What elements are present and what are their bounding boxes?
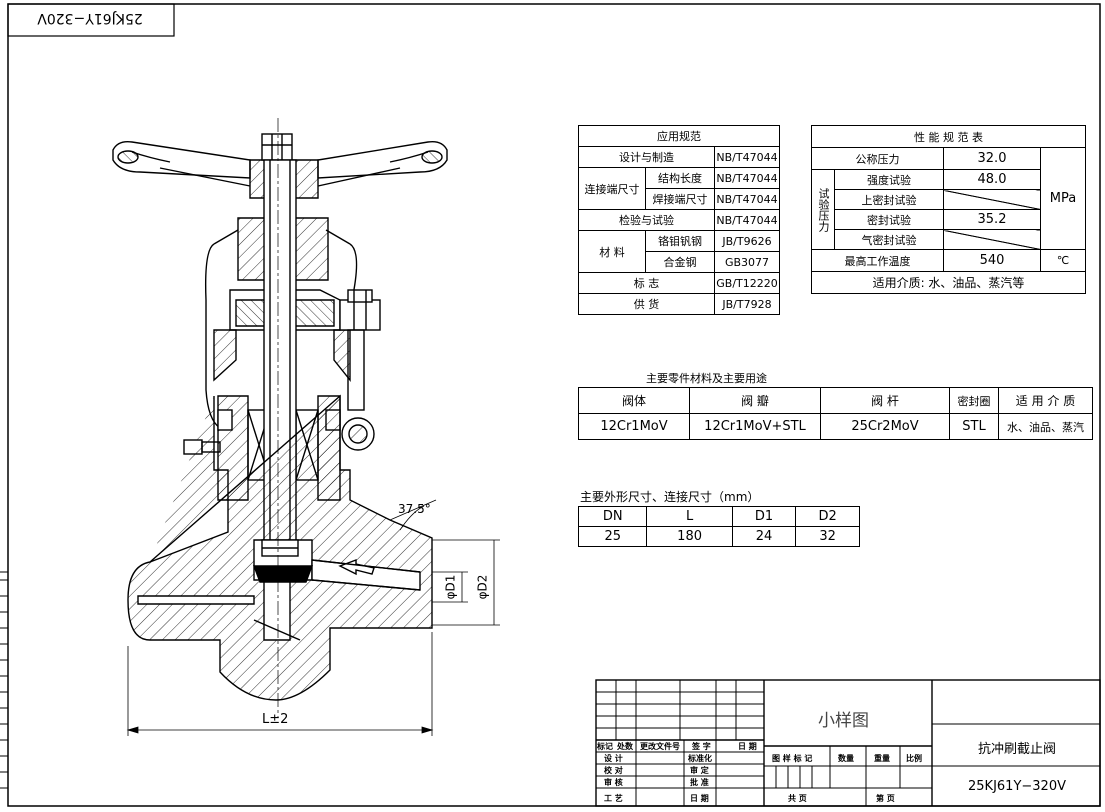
length-label: L±2 (262, 712, 289, 727)
parts-header: 密封圈 (949, 387, 999, 414)
dims-table: DN L D1 D2 25 180 24 32 (577, 506, 860, 547)
media-note: 适用介质: 水、油品、蒸汽等 (811, 271, 1086, 294)
parts-value: 12Cr1MoV (578, 413, 690, 440)
d2-label: φD2 (475, 574, 490, 600)
left-margin-ticks (0, 571, 8, 789)
parts-table: 阀体 阀 瓣 阀 杆 密封圈 适 用 介 质 12Cr1MoV 12Cr1MoV… (578, 387, 1093, 440)
mid-header: 重量 (874, 754, 890, 763)
rev-header: 标记 (597, 742, 613, 751)
dims-header: D2 (795, 506, 860, 527)
upper-seal-label: 上密封试验 (834, 189, 944, 210)
unit-mpa: MPa (1040, 147, 1086, 250)
std-row-value: JB/T7928 (714, 293, 780, 315)
seal-test-label: 密封试验 (834, 209, 944, 230)
border-frame (7, 3, 1101, 807)
std-row-value: NB/T47044 (714, 209, 780, 231)
dims-value: 24 (731, 526, 797, 547)
std-row-value: NB/T47044 (714, 146, 780, 168)
dims-caption: 主要外形尺寸、连接尺寸（mm） (580, 490, 760, 504)
sample-drawing-label: 小样图 (818, 711, 869, 731)
role-left: 工 艺 (604, 794, 623, 803)
gas-seal-value (943, 229, 1041, 250)
standards-title: 应用规范 (578, 125, 780, 147)
role-mid: 日 期 (690, 794, 709, 803)
std-row-value: JB/T9626 (714, 230, 780, 252)
parts-value: 25Cr2MoV (820, 413, 950, 440)
std-row-label: 材 料 (578, 230, 646, 273)
dims-value: 180 (646, 526, 733, 547)
dims-value: 25 (577, 526, 648, 547)
mid-header: 图 样 标 记 (772, 754, 813, 763)
std-row-value: NB/T47044 (714, 167, 780, 189)
parts-caption: 主要零件材料及主要用途 (646, 372, 767, 385)
rev-header: 更改文件号 (640, 742, 680, 751)
sheet-number: 第 页 (876, 794, 895, 803)
role-mid: 审 定 (690, 766, 709, 775)
parts-value: 水、油品、蒸汽 (998, 413, 1093, 440)
dims-value: 32 (795, 526, 860, 547)
corner-code-box (7, 3, 175, 37)
nominal-pressure-label: 公称压力 (811, 147, 944, 170)
std-row-label: 检验与试验 (578, 209, 715, 231)
rev-header: 处数 (617, 742, 633, 751)
upper-seal-value (943, 189, 1041, 210)
parts-header: 适 用 介 质 (998, 387, 1093, 414)
strength-test-label: 强度试验 (834, 169, 944, 190)
std-row-value: GB/T12220 (714, 272, 780, 294)
std-row-value: GB3077 (714, 251, 780, 273)
product-code: 25KJ61Y−320V (968, 779, 1066, 794)
angle-label: 37.5° (398, 502, 431, 516)
std-row-sub: 合金钢 (645, 251, 715, 273)
std-row-label: 设计与制造 (578, 146, 715, 168)
parts-header: 阀 瓣 (689, 387, 821, 414)
d1-label: φD1 (443, 574, 458, 600)
role-left: 设 计 (604, 754, 623, 763)
nominal-pressure-value: 32.0 (943, 147, 1041, 170)
performance-title: 性 能 规 范 表 (811, 125, 1086, 148)
dims-header: L (646, 506, 733, 527)
dimensions (126, 499, 500, 736)
std-row-sub: 铬钼钒钢 (645, 230, 715, 252)
test-pressure-label: 试验压力 (811, 169, 835, 250)
mid-header: 比例 (906, 754, 922, 763)
mid-header: 数量 (838, 754, 854, 763)
parts-header: 阀 杆 (820, 387, 950, 414)
unit-temp: ℃ (1040, 249, 1086, 272)
title-block-lines (595, 679, 1101, 807)
parts-value: STL (949, 413, 999, 440)
valve-section-drawing (112, 133, 448, 701)
corner-code-label: 25KJ61Y−320V (37, 10, 143, 26)
role-mid: 批 准 (690, 778, 709, 787)
strength-test-value: 48.0 (943, 169, 1041, 190)
std-row-label: 标 志 (578, 272, 715, 294)
std-row-label: 供 货 (578, 293, 715, 315)
parts-header: 阀体 (578, 387, 690, 414)
std-row-value: NB/T47044 (714, 188, 780, 210)
role-left: 审 核 (604, 778, 623, 787)
parts-value: 12Cr1MoV+STL (689, 413, 821, 440)
rev-header: 日 期 (738, 742, 757, 751)
max-temp-value: 540 (943, 249, 1041, 272)
std-row-sub: 焊接端尺寸 (645, 188, 715, 210)
max-temp-label: 最高工作温度 (811, 249, 944, 272)
role-left: 校 对 (604, 766, 623, 775)
role-mid: 标准化 (688, 754, 712, 763)
std-row-label: 连接端尺寸 (578, 167, 646, 210)
rev-header: 签 字 (692, 742, 711, 751)
std-row-sub: 结构长度 (645, 167, 715, 189)
seal-test-value: 35.2 (943, 209, 1041, 230)
sheet-total: 共 页 (788, 794, 807, 803)
dims-header: D1 (731, 506, 797, 527)
product-name: 抗冲刷截止阀 (978, 742, 1057, 757)
dims-header: DN (577, 506, 648, 527)
gas-seal-label: 气密封试验 (834, 229, 944, 250)
